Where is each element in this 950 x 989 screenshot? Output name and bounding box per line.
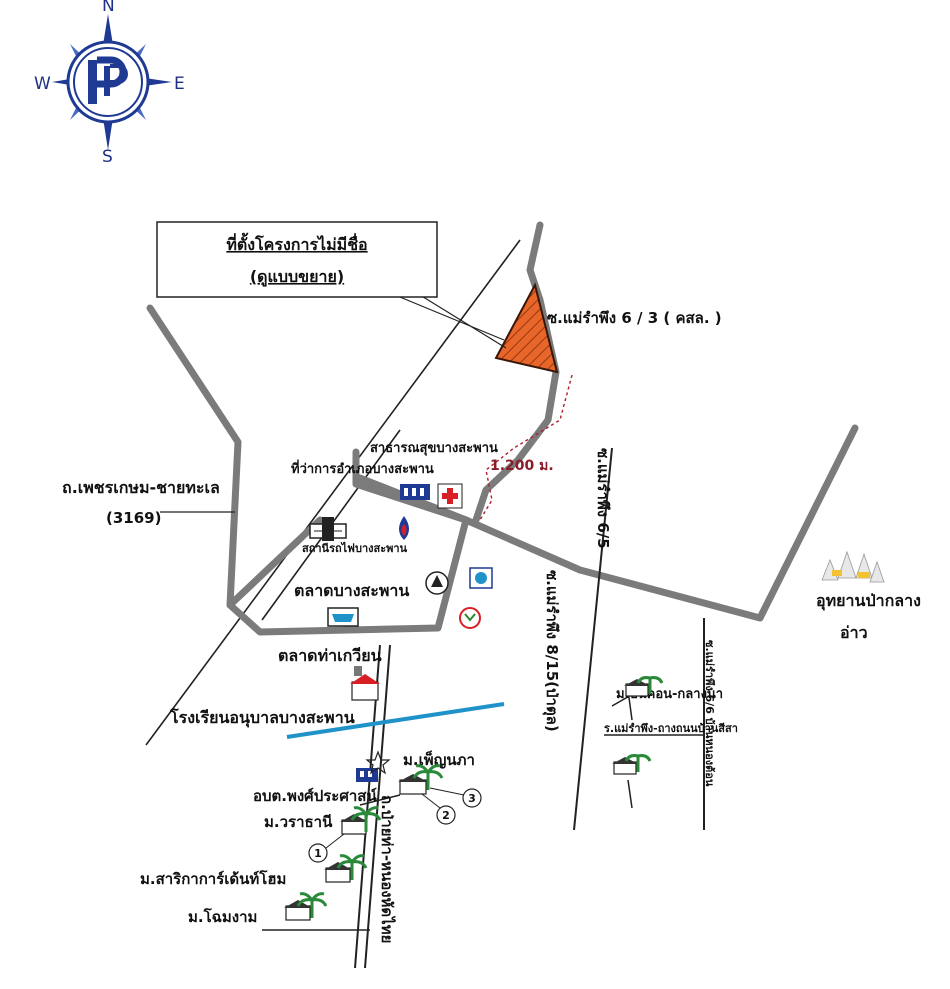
railway-line [145,239,521,746]
main-road-loop [146,304,470,636]
tha-kwian-market-label: ตลาดท่าเกวียน [278,646,382,665]
distance-path [479,374,573,521]
soi-8-15-label: ซ.แม่รำพึง 8/15(ป่าตุล) [542,570,561,732]
callout-subtitle: (ดูแบบขยาย) [250,267,344,288]
soi-6-5-road [573,447,613,831]
post-office-icon [459,607,481,629]
highway-number-label: (3169) [106,509,161,527]
svg-text:3: 3 [468,792,476,805]
compass-rose: N S W E [34,0,185,167]
sarikakan-label: ม.สาริกาการ์เด้นท์โฮม [140,869,286,888]
svg-text:2: 2 [442,809,450,822]
marker-3: 3 [429,787,482,808]
project-site-area [494,282,559,374]
national-park-label: อุทยานป่ากลาง [816,591,921,611]
svg-text:1: 1 [314,847,322,860]
housing-south-icon [612,754,652,775]
housing-warathani-icon [340,806,382,835]
marker-2: 2 [421,793,456,825]
soi-6-5-label: ซ.แม่รำพึง 6/5 [594,448,612,549]
marker-1: 1 [308,833,345,863]
river [286,702,505,739]
housing-chomngam-icon [284,892,328,921]
housing-phennapha-icon [398,764,444,795]
chomngam-label: ม.โฉมงาม [188,907,257,926]
junction-star-icon [365,750,391,775]
phennapha-label: ม.เพ็ญนภา [403,750,475,769]
distance-label: 1.200 ม. [490,458,554,474]
soi-6-6-label: ซ.แม่รำพึง 6/6 บ้านหนองต้อน [703,640,716,787]
callout-box: ที่ตั้งโครงการไม่มีชื่อ (ดูแบบขยาย) [156,221,507,349]
bank-icon [469,567,493,589]
small-road-label: ร.แม่รำพึง-ถางถนนบ้านสีสา [604,722,738,735]
callout-title: ที่ตั้งโครงการไม่มีชื่อ [226,232,367,254]
housing-sarikakan-icon [324,854,368,883]
compass-west-label: W [34,74,51,94]
pospec-logo-icon [88,56,128,104]
health-center-label: สาธารณสุขบางสะพาน [370,441,498,456]
vertical-road-label: ถ.ป่ายท่า-หนองหัดไทย [378,795,397,943]
compass-south-label: S [102,147,113,167]
east-road [462,424,859,622]
national-park-trees-icon [821,550,885,583]
gas-station-icon [399,516,409,540]
bang-saphan-market-label: ตลาดบางสะพาน [294,581,409,600]
school-icon [350,666,380,701]
hospital-icon [437,483,463,509]
kindergarten-label: โรงเรียนอนุบาลบางสะพาน [169,707,355,728]
side-road [359,794,401,806]
train-station-icon [309,517,347,541]
market-icon [327,607,359,627]
compass-east-label: E [174,74,185,94]
obt-label: อบต.พงศ์ประศาสน์ [253,787,377,805]
district-office-icon [400,484,430,500]
highway-name-label: ถ.เพชรเกษม-ชายทะเล [62,478,220,497]
national-park-label-2: อ่าว [840,623,868,642]
station-label: สถานีรถไฟบางสะพาน [302,541,408,555]
road-branch [226,516,324,609]
small-road-4 [627,779,633,809]
project-access-road [472,221,560,524]
compass-north-label: N [102,0,115,16]
temple-icon [425,571,449,595]
warathani-label: ม.วราธานี [264,813,333,831]
soi-mae-ramphueng-label: ซ.แม่รำพึง 6 / 3 ( คสล. ) [547,309,722,327]
housing-ban-khon-icon [624,676,664,697]
district-office-label: ที่ว่าการอำเภอบางสะพาน [291,459,434,477]
